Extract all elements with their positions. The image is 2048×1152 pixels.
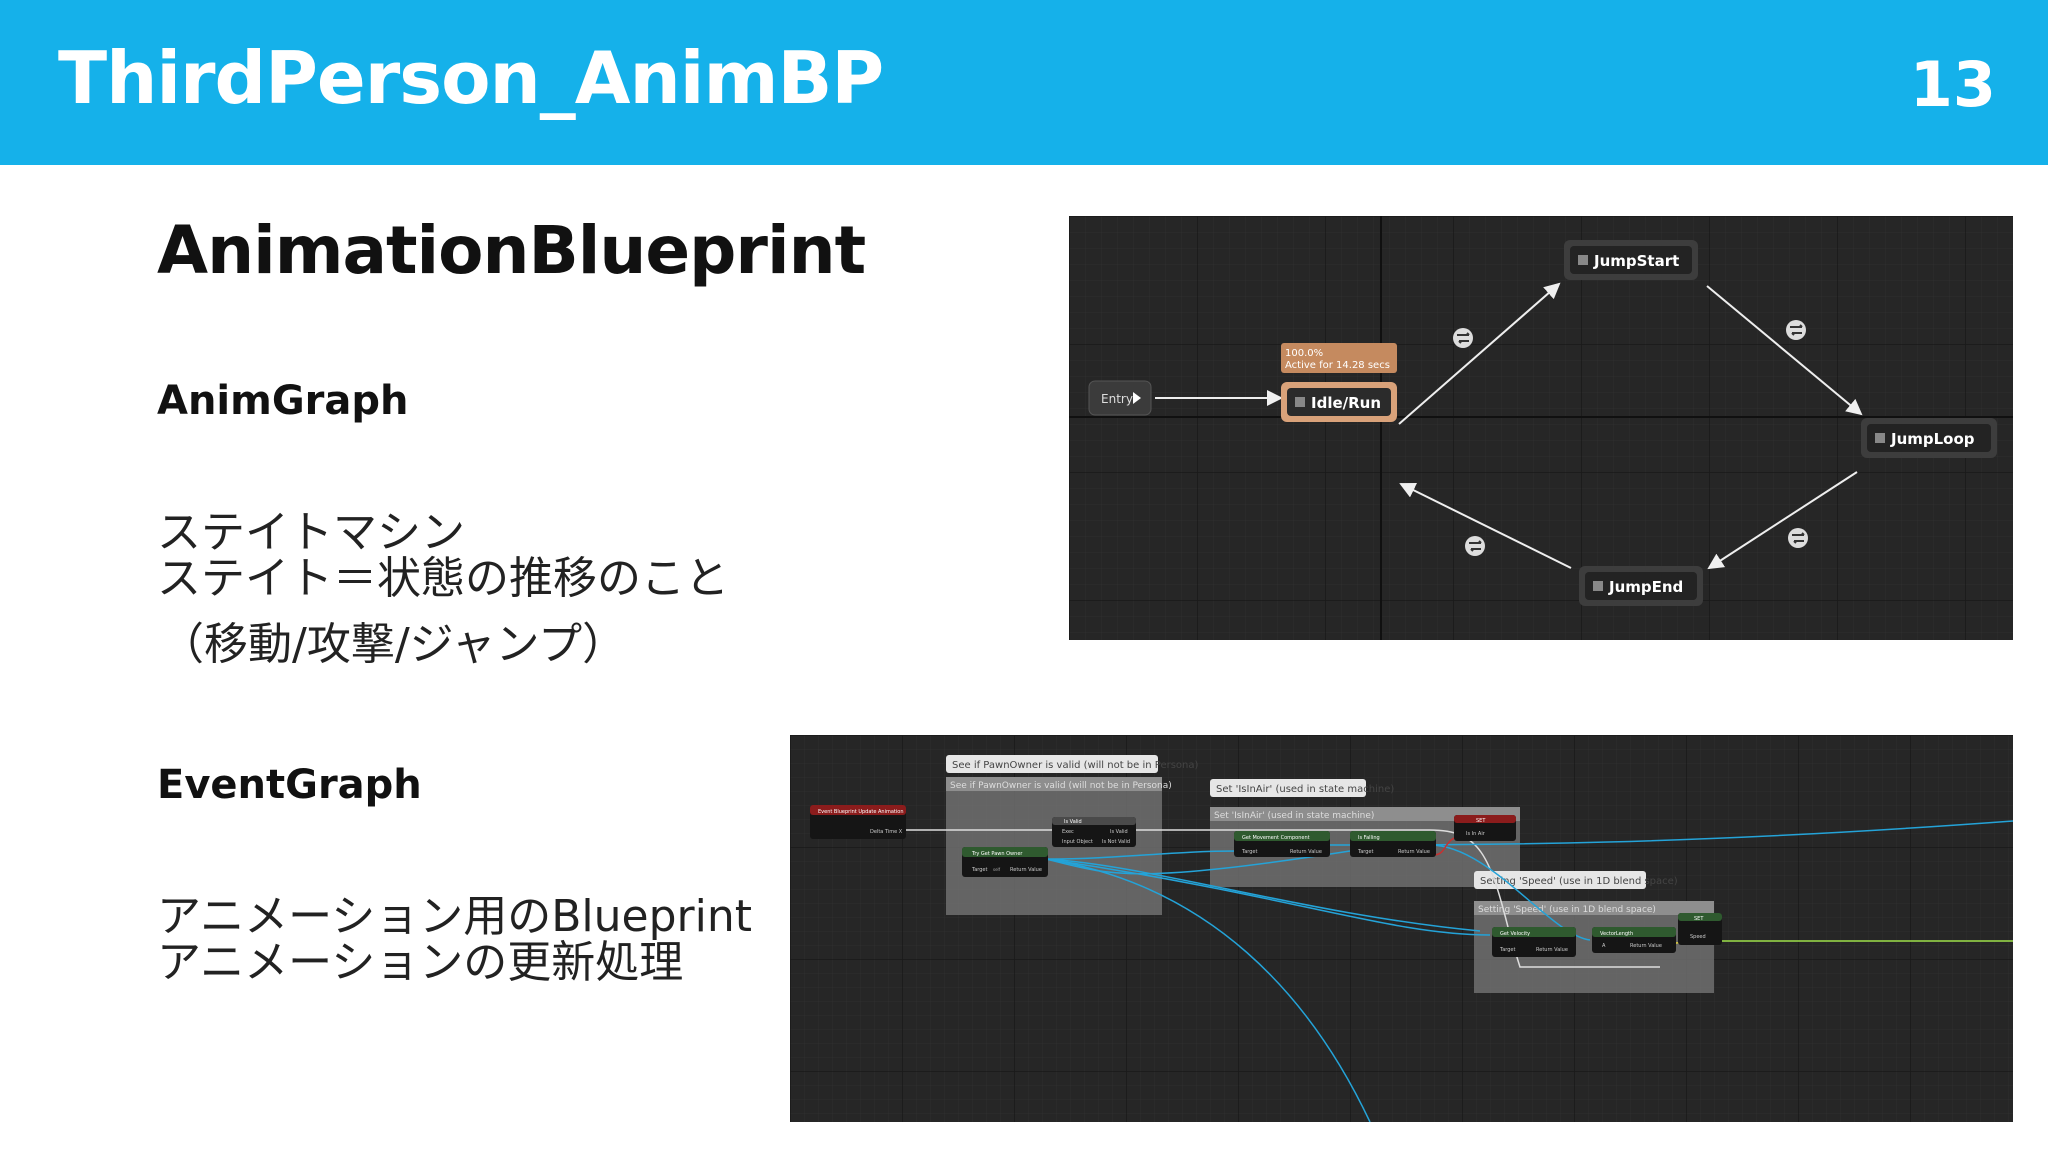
svg-text:Idle/Run: Idle/Run	[1311, 394, 1381, 412]
transition-jumpstart-to-jumploop	[1706, 285, 1863, 416]
svg-text:Is Valid: Is Valid	[1110, 829, 1128, 835]
svg-text:Delta Time X: Delta Time X	[870, 829, 903, 835]
event-graph-line-2: アニメーションの更新処理	[157, 937, 684, 988]
event-graph-heading: EventGraph	[157, 762, 422, 808]
svg-text:Entry: Entry	[1101, 392, 1133, 406]
svg-text:SET: SET	[1476, 818, 1486, 824]
transition-idle-to-jumpstart	[1398, 282, 1561, 425]
svg-text:Get Velocity: Get Velocity	[1500, 931, 1530, 937]
anim-graph-line-2: ステイト＝状態の推移のこと	[157, 553, 729, 604]
get-velocity-node[interactable]: Get Velocity Target Return Value	[1492, 927, 1576, 957]
transition-icon[interactable]	[1465, 536, 1485, 556]
state-jump-loop[interactable]: JumpLoop	[1861, 418, 1997, 458]
svg-text:Is Falling: Is Falling	[1358, 835, 1380, 841]
transition-icon[interactable]	[1453, 328, 1473, 348]
svg-text:Return Value: Return Value	[1010, 867, 1042, 873]
event-graph-screenshot: See if PawnOwner is valid (will not be i…	[790, 735, 2013, 1122]
page-number: 13	[1909, 48, 1996, 121]
anim-graph-line-3: （移動/攻撃/ジャンプ）	[160, 619, 627, 670]
anim-graph-heading: AnimGraph	[157, 378, 409, 424]
svg-text:Return Value: Return Value	[1290, 849, 1322, 855]
anim-graph-line-1: ステイトマシン	[157, 507, 465, 558]
svg-text:JumpLoop: JumpLoop	[1890, 430, 1975, 448]
svg-text:Target: Target	[971, 867, 988, 873]
svg-text:Is In Air: Is In Air	[1466, 831, 1486, 837]
state-machine-screenshot: Entry 100.0% Active for 14.28 secs Idle/…	[1069, 216, 2013, 640]
transition-icon[interactable]	[1786, 320, 1806, 340]
state-idle-run[interactable]: Idle/Run	[1281, 382, 1397, 422]
header-bar: ThirdPerson_AnimBP 13	[0, 0, 2048, 165]
svg-text:Exec: Exec	[1062, 829, 1074, 835]
svg-text:A: A	[1602, 943, 1606, 949]
is-falling-node[interactable]: Is Falling Target Return Value	[1350, 831, 1436, 857]
svg-text:Set 'IsInAir' (used in state m: Set 'IsInAir' (used in state machine)	[1214, 811, 1374, 821]
svg-text:Target: Target	[1357, 849, 1374, 855]
svg-text:Return Value: Return Value	[1630, 943, 1662, 949]
svg-text:See if PawnOwner is valid (wil: See if PawnOwner is valid (will not be i…	[950, 781, 1172, 791]
event-update-node[interactable]: Event Blueprint Update Animation Delta T…	[810, 805, 906, 839]
svg-text:Is Valid: Is Valid	[1064, 819, 1082, 825]
svg-text:Speed: Speed	[1690, 934, 1706, 940]
state-jump-start[interactable]: JumpStart	[1564, 240, 1698, 280]
state-jump-end[interactable]: JumpEnd	[1579, 566, 1703, 606]
svg-text:Input Object: Input Object	[1062, 839, 1093, 845]
transition-jumpend-to-idle	[1399, 483, 1572, 569]
set-is-in-air-node[interactable]: SET Is In Air	[1454, 815, 1516, 841]
svg-text:Get Movement Component: Get Movement Component	[1242, 835, 1310, 841]
svg-text:SET: SET	[1694, 916, 1704, 922]
transition-jumploop-to-jumpend	[1707, 471, 1858, 570]
graph-grid	[1069, 216, 2013, 640]
svg-text:Setting 'Speed' (use in 1D ble: Setting 'Speed' (use in 1D blend space)	[1478, 905, 1656, 915]
svg-text:Set 'IsInAir' (used in state m: Set 'IsInAir' (used in state machine)	[1216, 784, 1394, 795]
slide-title: ThirdPerson_AnimBP	[58, 36, 884, 120]
is-valid-node[interactable]: Is Valid Exec Is Valid Input Object Is N…	[1052, 817, 1136, 847]
set-speed-node[interactable]: SET Speed	[1678, 913, 1722, 945]
svg-text:Target: Target	[1499, 947, 1516, 953]
section-title: AnimationBlueprint	[157, 212, 866, 289]
svg-text:JumpStart: JumpStart	[1593, 252, 1679, 270]
svg-text:self: self	[993, 867, 1001, 872]
svg-text:Event Blueprint Update Animati: Event Blueprint Update Animation	[818, 809, 904, 815]
try-get-pawn-owner-node[interactable]: Try Get Pawn Owner Target self Return Va…	[962, 847, 1048, 877]
svg-text:Return Value: Return Value	[1398, 849, 1430, 855]
event-graph-line-1: アニメーション用のBlueprint	[157, 891, 752, 942]
vector-length-node[interactable]: VectorLength A Return Value	[1592, 927, 1676, 953]
entry-node[interactable]: Entry	[1088, 380, 1152, 416]
svg-text:Try Get Pawn Owner: Try Get Pawn Owner	[971, 851, 1023, 857]
svg-text:Target: Target	[1241, 849, 1258, 855]
active-state-status: 100.0% Active for 14.28 secs	[1281, 343, 1397, 373]
svg-text:100.0%: 100.0%	[1285, 348, 1323, 359]
svg-text:VectorLength: VectorLength	[1600, 931, 1633, 937]
svg-text:Return Value: Return Value	[1536, 947, 1568, 953]
svg-text:Setting 'Speed' (use in 1D ble: Setting 'Speed' (use in 1D blend space)	[1480, 876, 1678, 887]
svg-text:See if PawnOwner is valid (wil: See if PawnOwner is valid (will not be i…	[952, 760, 1199, 771]
transition-icon[interactable]	[1788, 528, 1808, 548]
svg-text:JumpEnd: JumpEnd	[1608, 578, 1683, 596]
svg-text:Is Not Valid: Is Not Valid	[1102, 839, 1130, 845]
get-movement-component-node[interactable]: Get Movement Component Target Return Val…	[1234, 831, 1330, 857]
svg-text:Active for 14.28 secs: Active for 14.28 secs	[1285, 360, 1390, 371]
